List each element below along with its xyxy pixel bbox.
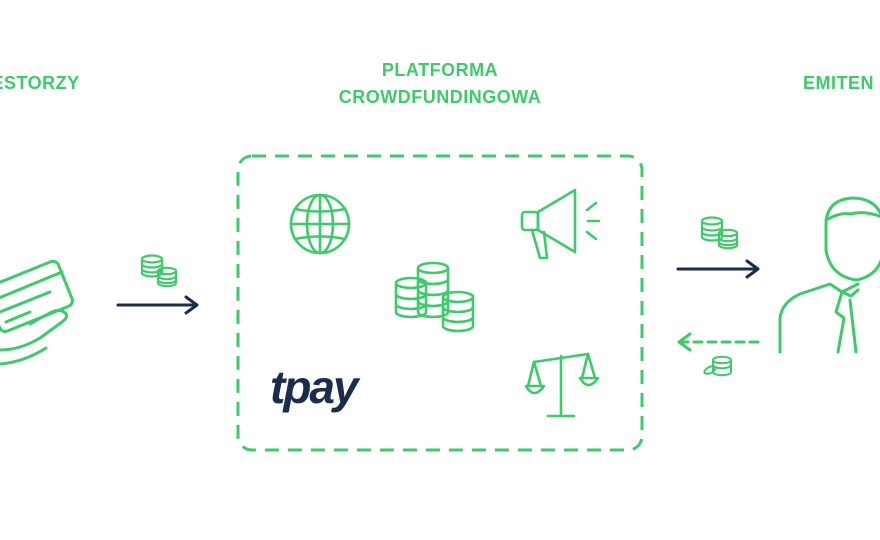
globe-icon — [289, 193, 351, 255]
coins-icon — [394, 261, 475, 333]
arrow-right-icon — [116, 295, 199, 315]
label-platforma-line2: CROWDFUNDINGOWA — [338, 87, 542, 107]
platform-box — [236, 154, 644, 452]
arrow-right-icon — [676, 259, 760, 279]
label-platforma-line1: PLATFORMA — [381, 60, 499, 80]
coins-icon — [700, 216, 739, 250]
coins-icon — [140, 254, 178, 288]
scales-icon — [524, 352, 600, 418]
label-inwestorzy: WESTORZY — [0, 73, 80, 93]
person-icon — [778, 196, 880, 354]
label-platforma: PLATFORMA CROWDFUNDINGOWA — [300, 57, 580, 111]
credit-card-icon — [0, 259, 74, 366]
tpay-logo: tpay — [270, 361, 359, 413]
coins-icon — [703, 355, 732, 377]
megaphone-icon — [520, 188, 601, 260]
arrow-left-dashed-icon — [677, 332, 760, 352]
label-emitent: EMITEN — [803, 73, 875, 93]
